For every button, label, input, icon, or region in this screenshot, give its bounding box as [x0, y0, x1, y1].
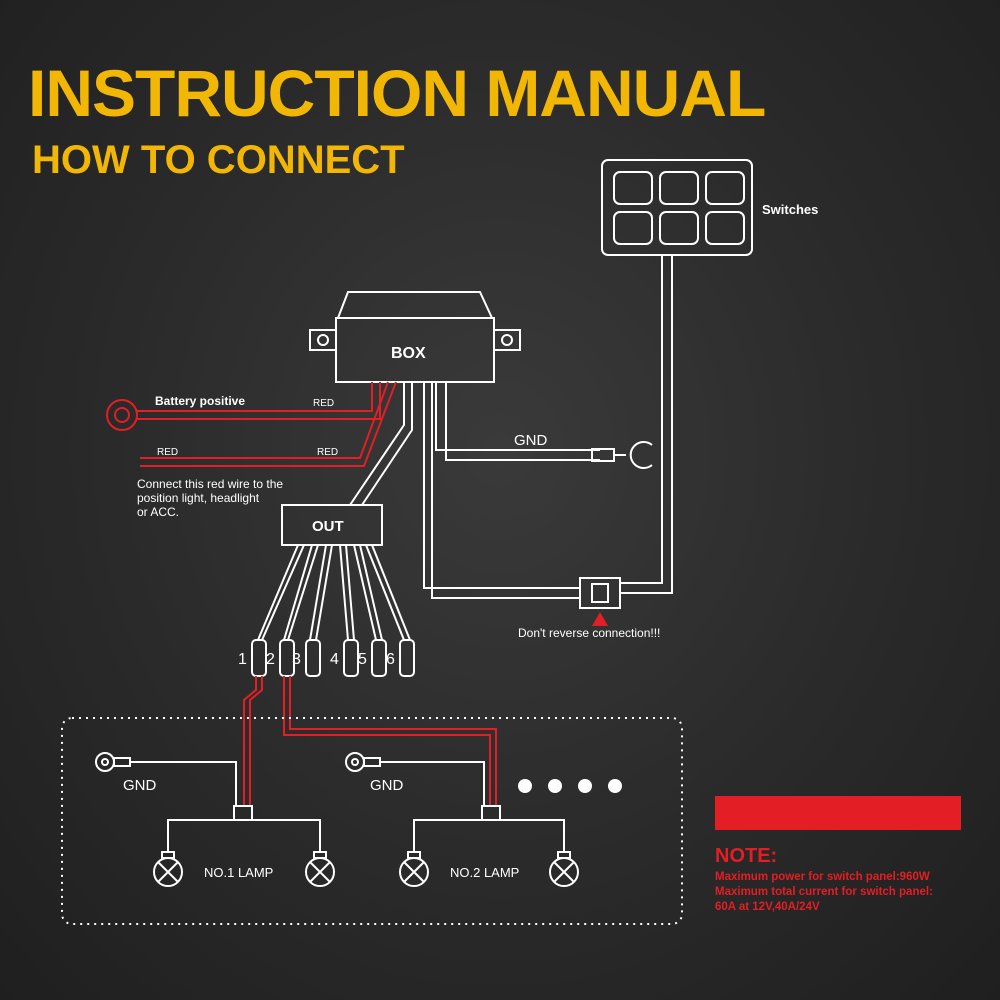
- switch-panel: [601, 159, 753, 256]
- connector-4: [343, 639, 359, 677]
- page-subtitle: HOW TO CONNECT: [32, 138, 405, 182]
- note-line: Maximum total current for switch panel:: [715, 886, 933, 898]
- battery-wire: [106, 382, 381, 431]
- acc-note-line: Connect this red wire to the: [137, 477, 283, 491]
- lamp-area: [61, 717, 683, 925]
- connector-number: 4: [330, 651, 339, 668]
- connector-number: 5: [358, 651, 367, 668]
- red-wire-label-1: RED: [313, 398, 334, 409]
- note-section: NOTE: Maximum power for switch panel:960…: [715, 845, 985, 915]
- red-wire-label-2: RED: [157, 447, 178, 458]
- connector-6: [399, 639, 415, 677]
- lamp-icon: [399, 857, 429, 887]
- warning-icon: [592, 612, 608, 626]
- lamp-icon: [549, 857, 579, 887]
- acc-note-line: or ACC.: [137, 505, 179, 519]
- acc-note: Connect this red wire to the position li…: [137, 477, 283, 519]
- gnd-box-label: GND: [514, 432, 548, 449]
- acc-wire: [140, 381, 397, 467]
- switches-label: Switches: [762, 202, 818, 217]
- gnd-ring-icon: [345, 752, 365, 772]
- gnd-terminal-icon: [591, 441, 653, 469]
- switch-cable: [620, 255, 673, 594]
- connector-number: 6: [386, 651, 395, 668]
- battery-label: Battery positive: [155, 394, 245, 408]
- page-title: INSTRUCTION MANUAL: [28, 56, 766, 130]
- note-line: 60A at 12V,40A/24V: [715, 901, 820, 913]
- box-gnd-wire: [423, 382, 600, 599]
- lamp-label: NO.1 LAMP: [204, 865, 273, 880]
- connector-number: 1: [238, 651, 247, 668]
- gnd-ring-icon: [95, 752, 115, 772]
- more-lamps-dots: [518, 779, 622, 793]
- warning-text: Don't reverse connection!!!: [518, 626, 660, 640]
- lamp-group-2: [345, 752, 579, 887]
- connector-3: [305, 639, 321, 677]
- connector-1: [251, 639, 267, 677]
- connectors: [251, 639, 415, 677]
- out-wires: [257, 544, 411, 641]
- lamp-icon: [305, 857, 335, 887]
- lamp-icon: [153, 857, 183, 887]
- lamp-gnd-label: GND: [370, 777, 404, 794]
- out-label: OUT: [312, 518, 344, 535]
- connector-number: 2: [266, 651, 275, 668]
- connector-5: [371, 639, 387, 677]
- lamp-gnd-label: GND: [123, 777, 157, 794]
- box-out-wire: [349, 382, 413, 506]
- lamp-label: NO.2 LAMP: [450, 865, 519, 880]
- note-bar: [715, 796, 961, 830]
- connector-number: 3: [292, 651, 301, 668]
- connector-2: [279, 639, 295, 677]
- connector-numbers: 1 2 3 4 5 6: [238, 651, 395, 668]
- lamp-red-wires: [243, 676, 497, 806]
- note-heading: NOTE:: [715, 845, 778, 867]
- note-line: Maximum power for switch panel:960W: [715, 871, 930, 883]
- control-box: [309, 291, 521, 383]
- red-wire-label-3: RED: [317, 447, 338, 458]
- reverse-connector: [579, 577, 621, 609]
- box-label: BOX: [391, 345, 426, 362]
- acc-note-line: position light, headlight: [137, 491, 260, 505]
- lamp-group-1: [95, 752, 335, 887]
